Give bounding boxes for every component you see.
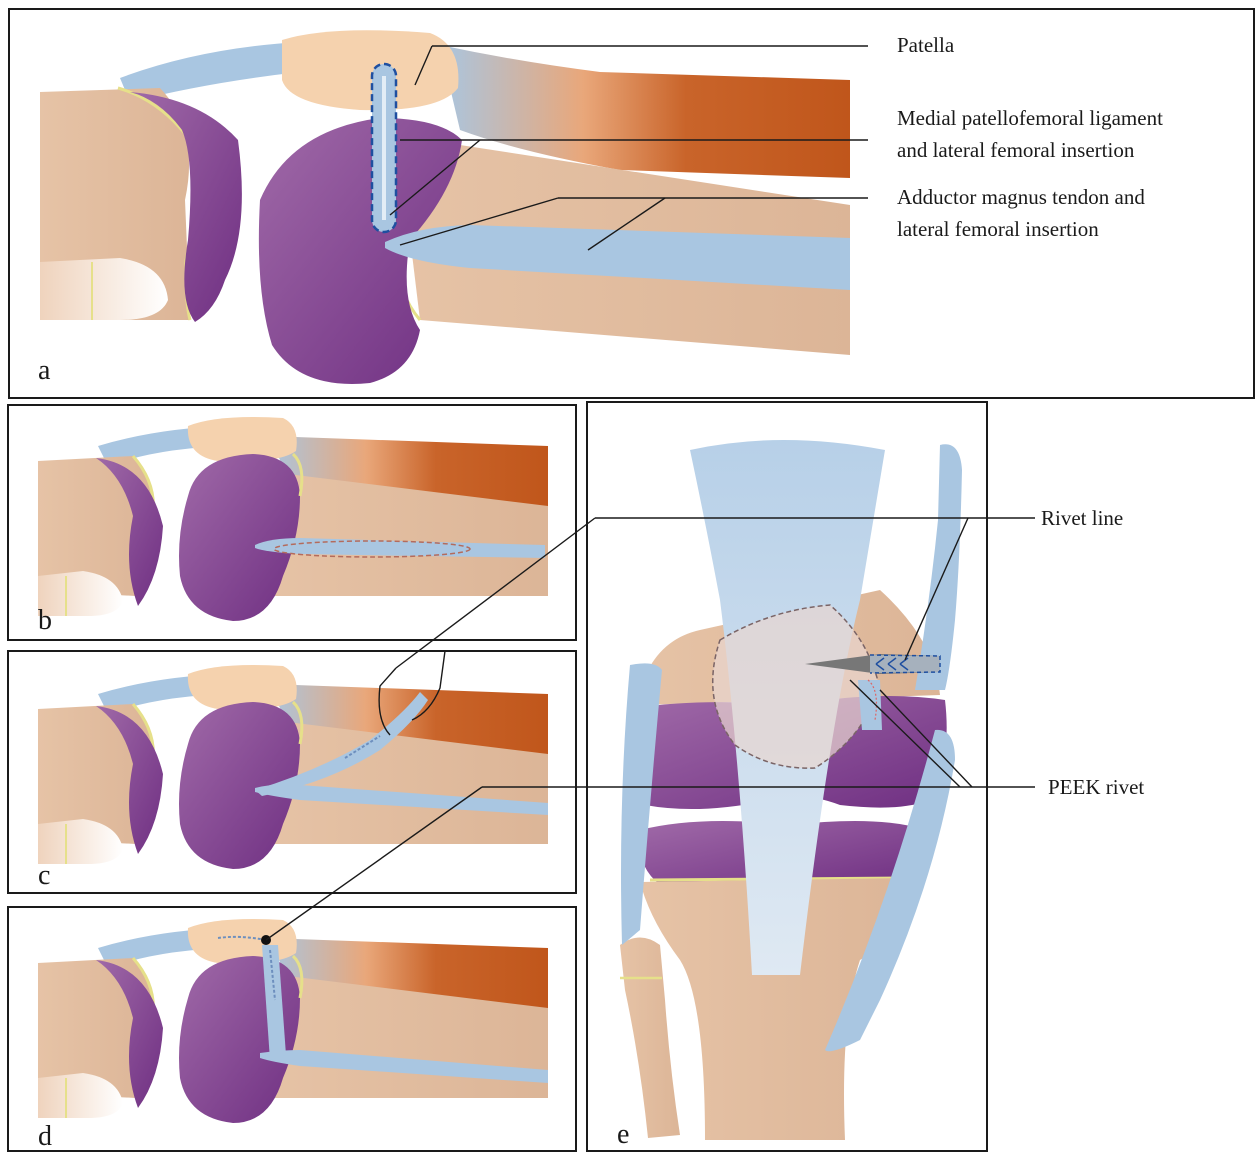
panel-b xyxy=(8,405,576,640)
label-amt-1: Adductor magnus tendon and xyxy=(897,185,1145,209)
fibula xyxy=(620,938,680,1139)
label-amt-2: lateral femoral insertion xyxy=(897,217,1099,241)
label-mpfl-1: Medial patellofemoral ligament xyxy=(897,106,1163,130)
panel-letter-d: d xyxy=(38,1121,52,1152)
panel-e xyxy=(587,402,987,1151)
panel-c xyxy=(8,651,576,893)
panel-d xyxy=(8,907,576,1151)
patella-shape xyxy=(282,30,458,110)
graft-pocket xyxy=(858,680,882,730)
label-mpfl-2: and lateral femoral insertion xyxy=(897,138,1135,162)
panel-letter-b: b xyxy=(38,605,52,636)
label-patella: Patella xyxy=(897,33,955,57)
label-peek-rivet: PEEK rivet xyxy=(1048,775,1144,799)
panel-letter-c: c xyxy=(38,860,50,891)
mpfl-graft-e xyxy=(915,444,962,690)
panel-letter-a: a xyxy=(38,355,51,386)
panel-letter-e: e xyxy=(617,1119,629,1150)
label-rivet-line: Rivet line xyxy=(1041,506,1123,530)
